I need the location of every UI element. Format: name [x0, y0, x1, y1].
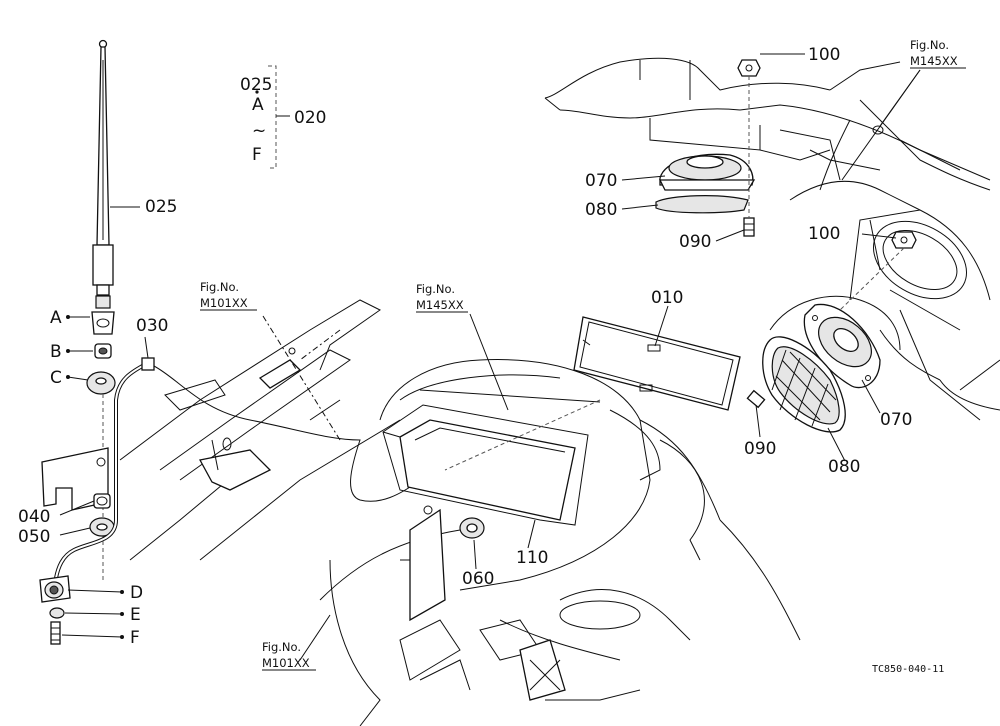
label-030: 030 [136, 316, 168, 336]
label-c: C [50, 368, 62, 388]
fig-ref-label-3: Fig.No. [910, 38, 949, 52]
nut-100-top [737, 59, 761, 77]
grille-080-top [655, 195, 749, 214]
label-050: 050 [18, 527, 50, 547]
screw-090-top [743, 217, 755, 237]
antenna-bracket [41, 447, 109, 511]
fig-ref-label-4: Fig.No. [262, 640, 301, 654]
label-100-top: 100 [808, 45, 840, 65]
fig-ref-code-1: M101XX [200, 296, 248, 310]
speaker-070-right [803, 303, 881, 389]
label-range-a: A [252, 95, 264, 115]
assembly-line-010 [444, 399, 601, 471]
fig-ref-code-3: M145XX [910, 54, 958, 68]
fender-right [769, 180, 1000, 421]
antenna-base-d [39, 575, 71, 645]
upper-panel [544, 57, 991, 191]
assembly-line-right [839, 247, 905, 311]
frame-chassis [119, 299, 401, 561]
label-100-right: 100 [808, 224, 840, 244]
label-025-range: 025 [240, 75, 272, 95]
cover-plate-010 [573, 316, 741, 411]
dash-console [319, 359, 801, 726]
label-010: 010 [651, 288, 683, 308]
label-e: E [130, 605, 141, 625]
label-d: D [130, 583, 143, 603]
label-020: 020 [294, 108, 326, 128]
label-b: B [50, 342, 62, 362]
fig-ref-label-2: Fig.No. [416, 282, 455, 296]
label-f: F [130, 628, 140, 648]
drawing-code: TC850-040-11 [872, 664, 944, 675]
range-bracket-020 [255, 65, 290, 169]
label-110: 110 [516, 548, 548, 568]
label-060: 060 [462, 569, 494, 589]
label-090-top: 090 [679, 232, 711, 252]
antenna-fittings [86, 295, 116, 395]
grille-080-right [762, 336, 846, 433]
antenna-nuts [89, 493, 115, 537]
fig-ref-code-4: M101XX [262, 656, 310, 670]
fig-ref-label-1: Fig.No. [200, 280, 239, 294]
antenna-rod [92, 39, 114, 296]
grommet-060 [459, 517, 485, 539]
label-080-right: 080 [828, 457, 860, 477]
fig-ref-underlines [200, 67, 966, 671]
label-070-top: 070 [585, 171, 617, 191]
label-040: 040 [18, 507, 50, 527]
fig-ref-code-2: M145XX [416, 298, 464, 312]
label-070-right: 070 [880, 410, 912, 430]
screw-090-right [746, 389, 766, 409]
nut-100-right [891, 231, 917, 249]
speaker-070-top [658, 153, 756, 191]
radio-slot-110 [382, 404, 589, 526]
right-leader-lines [262, 53, 921, 661]
label-range-f: F [252, 145, 262, 165]
label-090-right: 090 [744, 439, 776, 459]
label-080-top: 080 [585, 200, 617, 220]
left-leader-lines [59, 206, 149, 639]
label-range-tilde: ~ [252, 121, 266, 141]
label-025: 025 [145, 197, 177, 217]
label-a: A [50, 308, 62, 328]
